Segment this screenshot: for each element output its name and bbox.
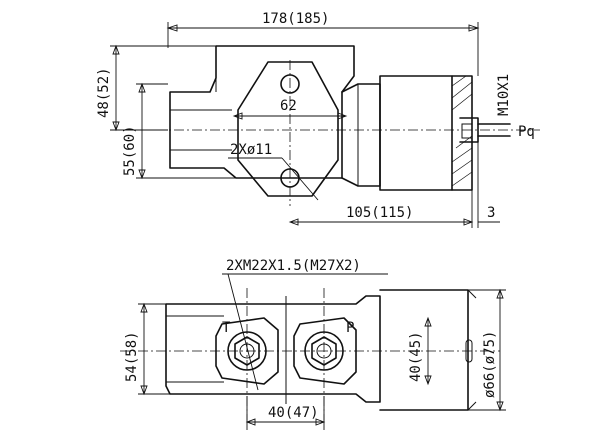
port-spacing-label: 40(47) [268,405,319,421]
port-p-label: P [346,320,354,336]
dim-mount-holes: 2Xø11 [228,142,319,201]
dim-port-spacing: 40(47) [245,396,326,430]
diameter-label: ø66(ø75) [482,331,498,398]
gauge-port-label: Pq [518,124,535,140]
height-48-label: 48(52) [96,67,112,118]
height-55-label: 55(60) [122,125,138,176]
dim-height-55: 55(60) [122,82,236,180]
bottom-view: 2XM22X1.5(M27X2) T P [120,258,506,430]
mount-holes-label: 2Xø11 [230,142,272,158]
height-40-label: 40(45) [408,331,424,382]
dim-port-thread: 2XM22X1.5(M27X2) [222,258,388,391]
top-view: 178(185) [96,11,540,228]
dim-length-105: 105(115) 3 [288,142,500,228]
pump-body-top [169,45,511,191]
dim-diameter: ø66(ø75) [468,288,506,412]
dim-height-54: 54(58) [124,302,170,396]
height-54-label: 54(58) [124,331,140,382]
port-thread-label: 2XM22X1.5(M27X2) [226,258,361,274]
mount-flange [237,61,339,197]
gauge-thread-label: M10X1 [496,74,512,116]
shaft-offset-label: 3 [487,205,495,221]
pump-body-bottom [165,289,477,411]
overall-length-label: 178(185) [262,11,329,27]
dim-overall-length: 178(185) [166,11,480,76]
port-t-label: T [222,320,231,336]
hole-pitch-label: 62 [280,98,297,114]
dim-height-48: 48(52) [96,44,216,132]
dim-height-40: 40(45) [408,316,432,386]
dim-hole-pitch: 62 [232,98,348,120]
length-105-label: 105(115) [346,205,413,221]
